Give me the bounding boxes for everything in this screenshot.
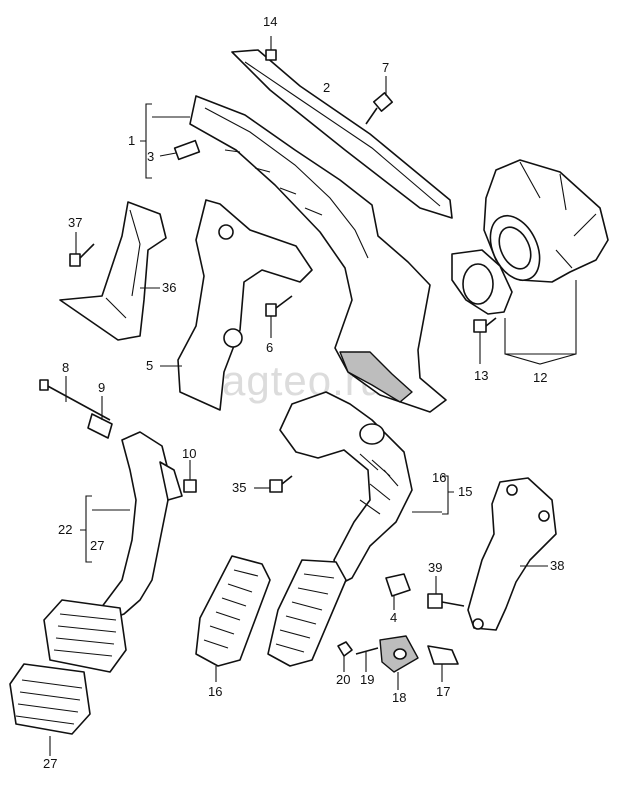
- callout-19: 19: [360, 672, 374, 687]
- part-3-bolt: [159, 139, 201, 161]
- callout-2: 2: [323, 80, 330, 95]
- part-8-bolt: [39, 376, 111, 421]
- part-7-bolt: [365, 76, 394, 125]
- part-4-cap: [385, 573, 411, 610]
- callout-8: 8: [62, 360, 69, 375]
- part-5-bracket: [177, 199, 313, 411]
- callout-18: 18: [392, 690, 406, 705]
- callout-16b: 16: [208, 684, 222, 699]
- part-10-nut: [183, 460, 197, 493]
- part-22-pedal-arm: [97, 431, 169, 621]
- callout-35: 35: [232, 480, 246, 495]
- callout-16a: 16: [432, 470, 446, 485]
- callout-39: 39: [428, 560, 442, 575]
- part-15-accelerator-arm: [279, 391, 413, 585]
- part-19-pin: [355, 647, 379, 672]
- callout-22: 22: [58, 522, 72, 537]
- part-39-bolt: [427, 576, 465, 609]
- part-38-plate: [467, 477, 557, 631]
- callout-1: 1: [128, 133, 135, 148]
- callout-6: 6: [266, 340, 273, 355]
- callout-27b: 27: [43, 756, 57, 771]
- callout-12: 12: [533, 370, 547, 385]
- part-37-screw: [69, 232, 95, 267]
- callout-27a: 27: [90, 538, 104, 553]
- pedal-pad-upper: [43, 599, 127, 673]
- part-9-sleeve: [87, 396, 113, 439]
- part-18-switch: [379, 635, 419, 690]
- callout-17: 17: [436, 684, 450, 699]
- callout-36: 36: [162, 280, 176, 295]
- part-1-pedal-bracket: [189, 95, 447, 413]
- callout-7: 7: [382, 60, 389, 75]
- callout-13: 13: [474, 368, 488, 383]
- part-17-connector: [427, 645, 459, 682]
- accelerator-pedal-pad: [267, 559, 347, 667]
- part-13-screw: [473, 317, 497, 364]
- part-6-screw: [265, 295, 293, 338]
- callout-10: 10: [182, 446, 196, 461]
- callout-38: 38: [550, 558, 564, 573]
- callout-20: 20: [336, 672, 350, 687]
- part-27-pedal-pad: [9, 663, 91, 756]
- part-14-screw: [265, 36, 277, 61]
- part-12-housing: [483, 159, 609, 283]
- callout-4: 4: [390, 610, 397, 625]
- part-35-screw: [254, 475, 293, 493]
- callout-15: 15: [458, 484, 472, 499]
- callout-3: 3: [147, 149, 154, 164]
- callout-9: 9: [98, 380, 105, 395]
- part-36-bracket: [59, 201, 167, 341]
- part-16-pedal-pad: [195, 555, 271, 682]
- callout-14: 14: [263, 14, 277, 29]
- callout-5: 5: [146, 358, 153, 373]
- part-20-cap: [337, 641, 353, 672]
- part-2-gasket-plate: [231, 49, 453, 219]
- callout-37: 37: [68, 215, 82, 230]
